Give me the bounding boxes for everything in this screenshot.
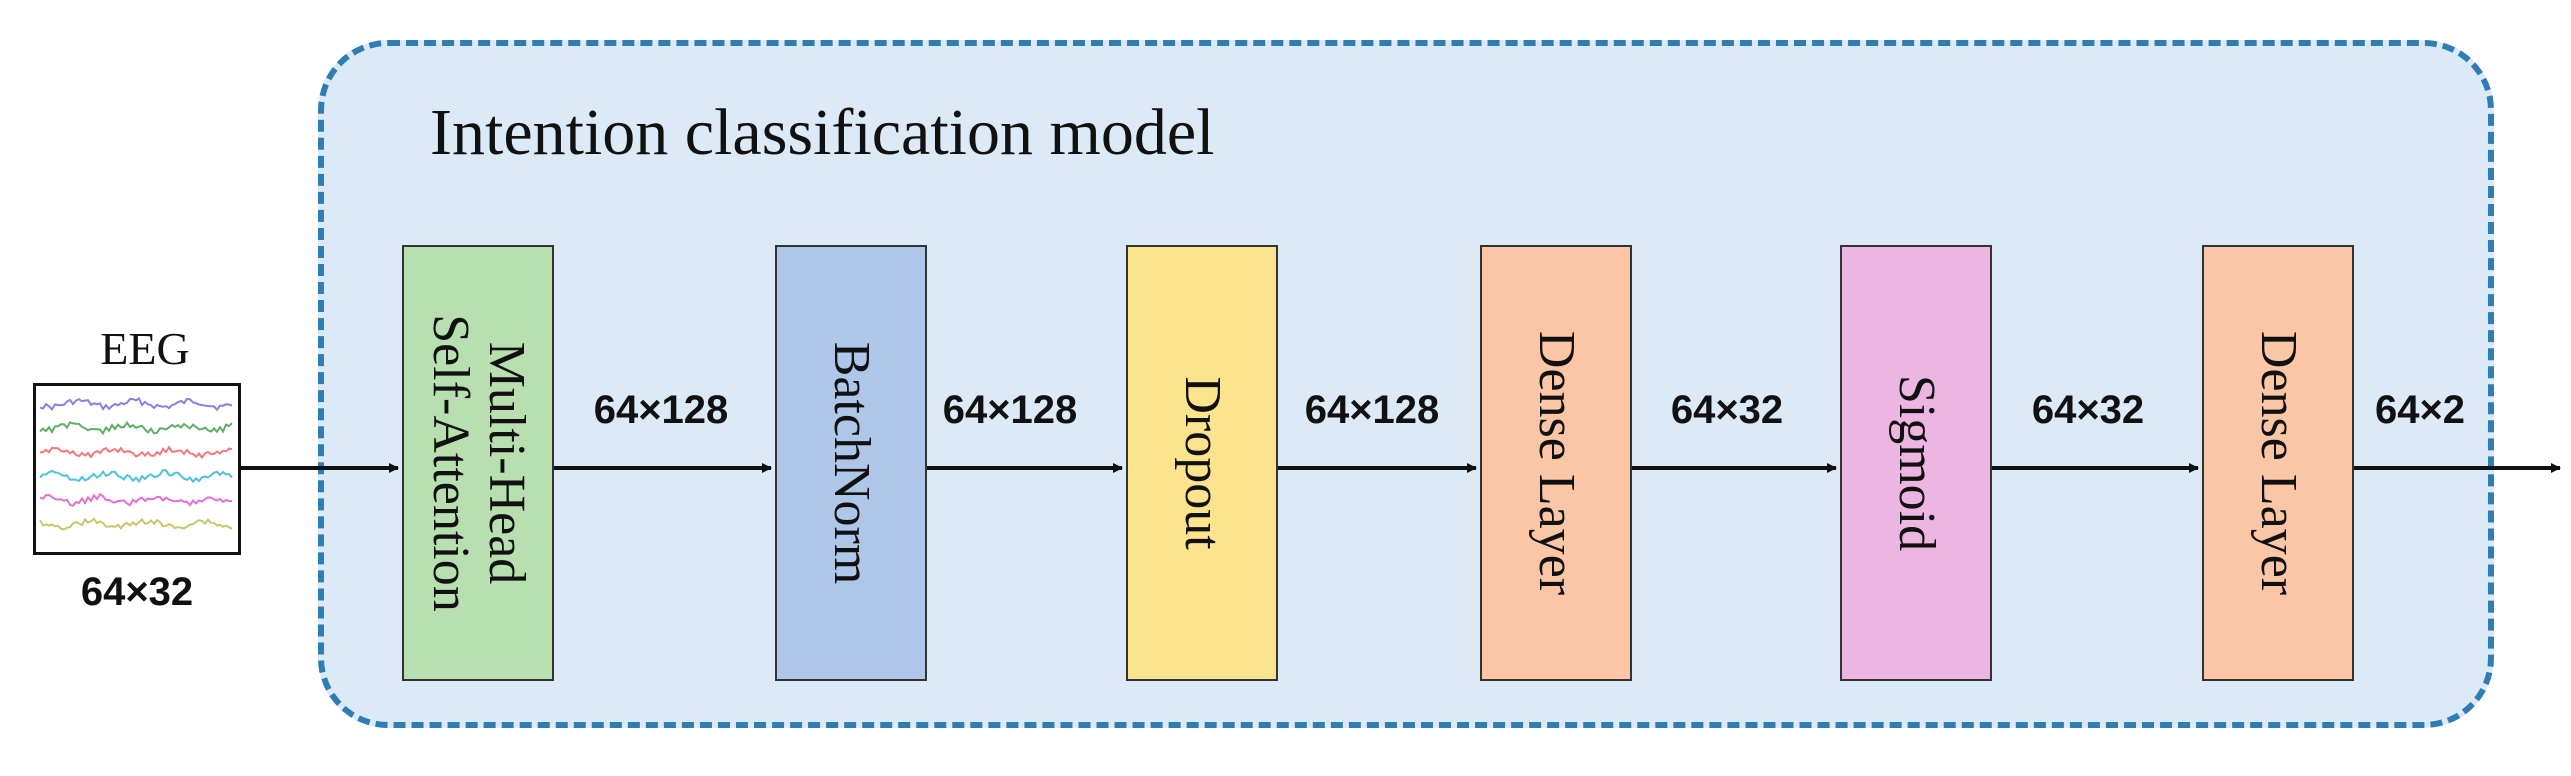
eeg-title: EEG — [100, 323, 190, 374]
dim-label-2: 64×128 — [942, 388, 1078, 432]
eeg-trace-6 — [39, 517, 233, 531]
eeg-trace-1 — [39, 397, 233, 412]
layer-batchnorm: BatchNorm — [775, 245, 927, 681]
dim-label-1: 64×128 — [593, 388, 729, 432]
layer-dropout: Dropout — [1126, 245, 1278, 681]
layer-multi-head-self-attention: Multi-Head Self-Attention — [402, 245, 554, 681]
eeg-trace-3 — [39, 445, 233, 460]
eeg-trace-2 — [39, 420, 233, 436]
eeg-trace-5 — [39, 492, 233, 507]
eeg-dimension: 64×32 — [80, 570, 194, 614]
eeg-trace-4 — [39, 469, 233, 484]
dim-label-4: 64×32 — [1670, 388, 1784, 432]
model-title: Intention classification model — [430, 96, 1215, 169]
layer-dense-2: Dense Layer — [2202, 245, 2354, 681]
layer-sigmoid: Sigmoid — [1840, 245, 1992, 681]
model-container — [318, 40, 2494, 728]
eeg-traces — [39, 397, 233, 531]
layer-dense-1: Dense Layer — [1480, 245, 1632, 681]
dim-label-3: 64×128 — [1304, 388, 1440, 432]
dim-label-5: 64×32 — [2031, 388, 2145, 432]
eeg-signal-box — [33, 383, 241, 555]
dim-label-6: 64×2 — [2374, 388, 2466, 432]
